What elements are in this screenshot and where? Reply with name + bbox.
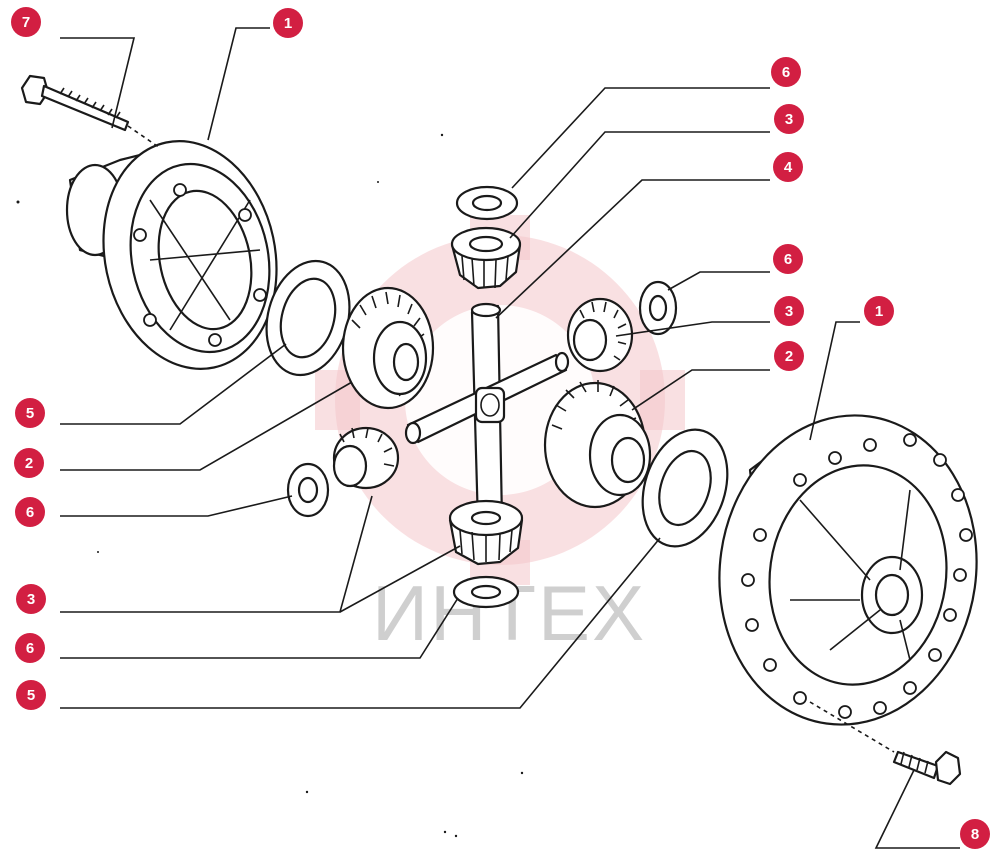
svg-text:8: 8	[971, 826, 979, 843]
side-gear-left-part-2	[341, 286, 435, 410]
bolt-part-8	[892, 750, 962, 786]
svg-text:2: 2	[785, 348, 793, 365]
svg-text:6: 6	[784, 251, 792, 268]
callout-3-a: 3	[774, 104, 804, 134]
svg-text:6: 6	[26, 640, 34, 657]
svg-text:4: 4	[784, 159, 793, 176]
svg-text:6: 6	[26, 504, 34, 521]
differential-case-right-part-1	[718, 414, 978, 726]
leader-lines	[60, 27, 960, 849]
thrust-washer-right-part-5	[641, 428, 729, 548]
svg-text:3: 3	[785, 111, 793, 128]
pinion-washer-left-part-6	[286, 462, 330, 518]
svg-text:3: 3	[785, 303, 793, 320]
callout-1-right: 1	[864, 296, 894, 326]
differential-case-left-part-1	[65, 140, 278, 370]
callout-6-bottom: 6	[15, 633, 45, 663]
svg-text:6: 6	[782, 64, 790, 81]
callout-2-right: 2	[774, 341, 804, 371]
pinion-gear-left-part-3	[332, 426, 400, 490]
pinion-washer-right-part-6	[638, 280, 678, 336]
svg-text:2: 2	[25, 455, 33, 472]
svg-text:1: 1	[875, 303, 883, 320]
pinion-gear-top-part-3	[450, 226, 522, 290]
callout-6-left: 6	[15, 497, 45, 527]
callout-2-left: 2	[14, 448, 44, 478]
svg-text:5: 5	[27, 687, 35, 704]
thrust-washer-left-part-5	[265, 259, 351, 377]
callout-6-b: 6	[773, 244, 803, 274]
svg-text:1: 1	[284, 15, 292, 32]
bolt-part-7	[20, 74, 130, 132]
callout-1-top: 1	[273, 8, 303, 38]
scan-specks	[16, 133, 524, 838]
svg-text:5: 5	[26, 405, 34, 422]
pinion-gear-right-part-3	[566, 297, 634, 373]
pinion-washer-top-part-6	[455, 185, 519, 221]
svg-text:3: 3	[27, 591, 35, 608]
cross-shaft-part-4	[404, 302, 570, 526]
svg-text:7: 7	[22, 14, 30, 31]
callout-7-top: 7	[11, 7, 41, 37]
pinion-washer-bottom-part-6	[452, 575, 520, 609]
side-gear-right-part-2	[543, 380, 652, 509]
callout-3-b: 3	[774, 296, 804, 326]
callout-5-bottom: 5	[16, 680, 46, 710]
callout-5-left: 5	[15, 398, 45, 428]
callout-8: 8	[960, 819, 990, 849]
callout-6-a: 6	[771, 57, 801, 87]
callout-3-left: 3	[16, 584, 46, 614]
pinion-gear-bottom-part-3	[448, 499, 524, 566]
callout-4: 4	[773, 152, 803, 182]
